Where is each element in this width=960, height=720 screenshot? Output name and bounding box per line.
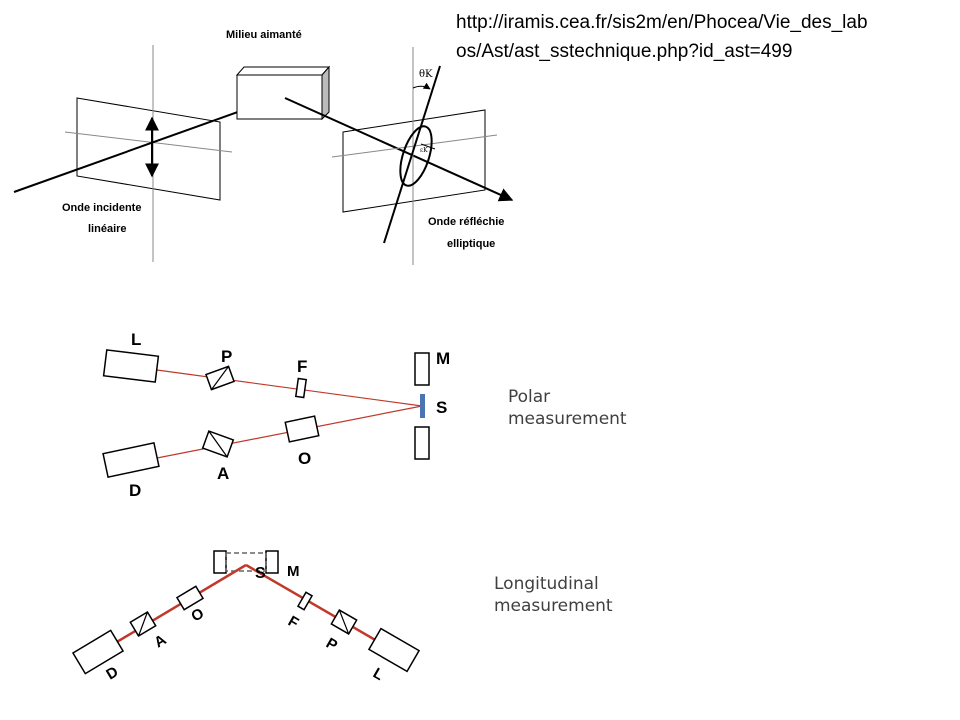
polar-label-S: S [436, 398, 447, 417]
longitudinal-label-F: F [285, 613, 301, 632]
polar-sample-S [420, 394, 425, 418]
longitudinal-laser-L [367, 627, 421, 673]
polar-caption-line2: measurement [508, 409, 627, 429]
sample-front-face [236, 74, 323, 120]
longitudinal-left-beam [99, 563, 247, 654]
polar-magnet-top [414, 352, 430, 386]
longitudinal-label-M: M [287, 563, 300, 580]
longitudinal-polarizer-P [330, 609, 358, 635]
polar-objective-O [284, 415, 320, 443]
polar-label-F: F [297, 357, 307, 376]
incident-plane [76, 97, 221, 201]
kerr-reflected-label-line2: elliptique [447, 238, 495, 250]
ellipse-major-axis [383, 65, 441, 244]
polar-caption-line1: Polar [508, 387, 551, 407]
kerr-incident-label-line1: Onde incidente [62, 202, 141, 214]
longitudinal-diagram [71, 550, 421, 675]
sample-side-face [321, 65, 330, 121]
polar-label-A: A [217, 464, 229, 483]
incident-beam [13, 95, 279, 193]
longitudinal-label-O: O [188, 605, 207, 626]
polar-label-D: D [129, 481, 141, 500]
sample-top-face [235, 66, 331, 76]
longitudinal-sample-S [225, 552, 267, 572]
polar-incident-beam [156, 369, 423, 407]
polar-diagram [102, 349, 430, 479]
polar-label-O: O [298, 449, 311, 468]
longitudinal-caption-line1: Longitudinal [494, 574, 599, 594]
kerr-reflected-label-line1: Onde réfléchie [428, 216, 504, 228]
reflected-plane [342, 109, 486, 213]
polarization-ellipse [399, 125, 433, 187]
kerr-sample-label: Milieu aimanté [226, 29, 302, 41]
polar-label-P: P [221, 347, 232, 366]
longitudinal-caption: Longitudinal measurement [494, 573, 613, 617]
polar-label-L: L [131, 330, 141, 349]
kerr-diagram [13, 45, 514, 265]
incident-plane-horizontal-axis [64, 131, 233, 153]
polar-caption: Polar measurement [508, 386, 627, 430]
longitudinal-filter-F [296, 591, 314, 611]
longitudinal-caption-line2: measurement [494, 596, 613, 616]
kerr-incident-label-line2: linéaire [88, 223, 127, 235]
longitudinal-label-L: L [370, 665, 386, 684]
longitudinal-objective-O [175, 585, 205, 611]
epsilon-k-label: εK [420, 147, 428, 154]
reflected-beam [284, 97, 514, 202]
source-url[interactable]: http://iramis.cea.fr/sis2m/en/Phocea/Vie… [456, 8, 956, 66]
longitudinal-magnet-right [265, 550, 279, 574]
polar-polarizer-P [205, 365, 235, 391]
longitudinal-label-S: S [255, 565, 266, 582]
polar-analyzer-A [201, 430, 235, 458]
source-url-line1: http://iramis.cea.fr/sis2m/en/Phocea/Vie… [456, 12, 868, 33]
longitudinal-label-D: D [103, 663, 121, 683]
longitudinal-label-A: A [151, 631, 169, 651]
polar-filter-F [294, 377, 308, 399]
longitudinal-analyzer-A [129, 610, 157, 638]
longitudinal-detector-D [71, 629, 125, 675]
longitudinal-label-P: P [323, 635, 340, 655]
polar-laser-L [102, 349, 160, 383]
longitudinal-right-beam [245, 563, 397, 654]
source-url-line2: os/Ast/ast_sstechnique.php?id_ast=499 [456, 41, 793, 62]
theta-k-arc [412, 82, 431, 90]
ellipse-minor-mark [420, 143, 436, 150]
polar-magnet-bottom [414, 426, 430, 460]
theta-k-label: θK [419, 69, 433, 80]
longitudinal-magnet-left [213, 550, 227, 574]
polar-detector-D [102, 441, 160, 479]
polar-label-M: M [436, 349, 450, 368]
